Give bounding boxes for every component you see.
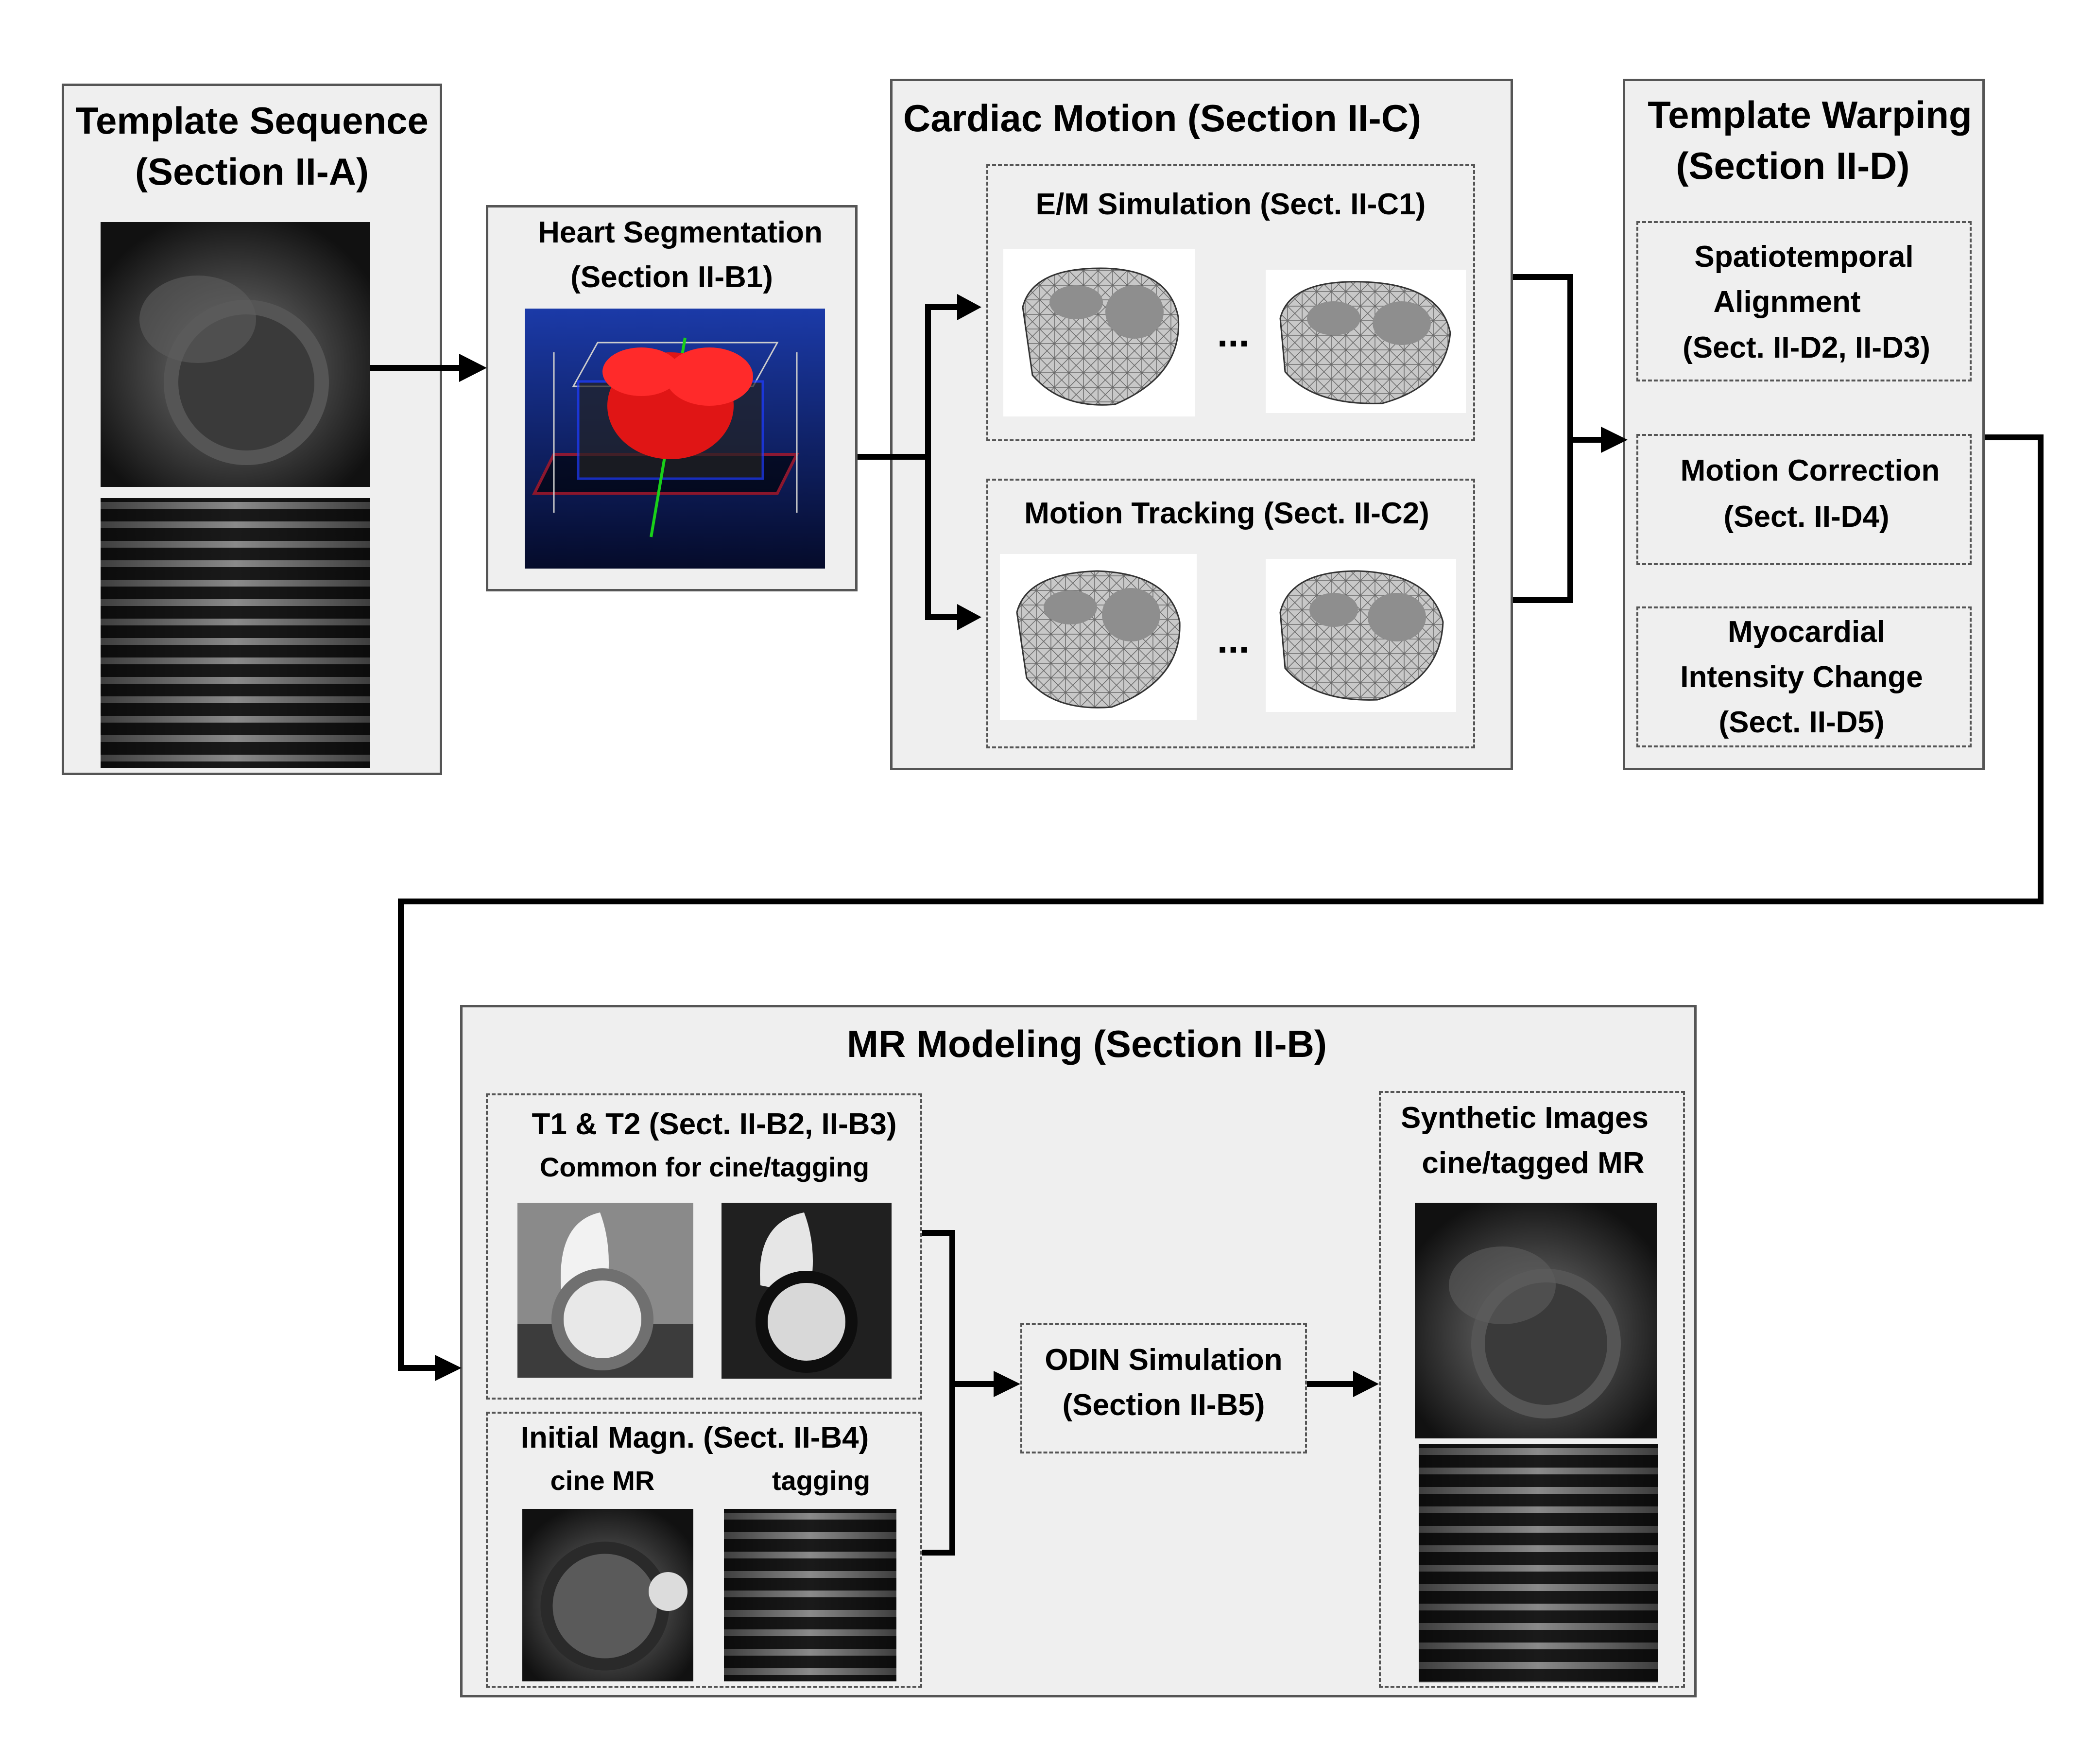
motion-correction-box <box>1636 434 1972 565</box>
template-sequence-title: Template Sequence <box>75 99 429 142</box>
cine-mr-label: cine MR <box>550 1465 655 1496</box>
intensity-change-line1: Myocardial <box>1728 615 1885 649</box>
alignment-line2: Alignment <box>1713 285 1861 319</box>
mr-modeling-title: MR Modeling (Section II-B) <box>847 1022 1327 1065</box>
tracking-ellipsis: ... <box>1217 618 1250 661</box>
em-ellipsis: ... <box>1217 311 1250 355</box>
odin-line1: ODIN Simulation <box>1045 1343 1283 1377</box>
intensity-change-line3: (Sect. II-D5) <box>1718 706 1885 739</box>
t1-map-image <box>517 1203 693 1378</box>
template-warping-title: Template Warping <box>1648 93 1972 136</box>
tracking-mesh-first <box>1000 554 1197 720</box>
template-tagging-image <box>101 498 370 768</box>
motion-tracking-label: Motion Tracking (Sect. II-C2) <box>1024 497 1429 530</box>
alignment-box <box>1636 221 1972 381</box>
t1t2-title: T1 & T2 (Sect. II-B2, II-B3) <box>532 1107 897 1141</box>
cine-mr-image <box>522 1509 693 1681</box>
motion-correction-line1: Motion Correction <box>1680 454 1940 487</box>
intensity-change-line2: Intensity Change <box>1680 660 1923 694</box>
heart-segmentation-title: Heart Segmentation <box>538 216 823 249</box>
intensity-change-box <box>1636 606 1972 747</box>
motion-tracking-box <box>986 479 1475 748</box>
t1t2-subtitle: Common for cine/tagging <box>539 1152 870 1182</box>
template-warping-panel <box>1623 79 1985 770</box>
synthetic-box <box>1379 1091 1685 1688</box>
em-simulation-box <box>986 164 1475 441</box>
t1t2-box <box>486 1093 922 1400</box>
alignment-line1: Spatiotemporal <box>1694 240 1914 274</box>
tagging-image <box>724 1509 896 1681</box>
heart-segmentation-subtitle: (Section II-B1) <box>570 260 773 294</box>
cardiac-motion-title: Cardiac Motion (Section II-C) <box>903 97 1422 139</box>
tagging-label: tagging <box>772 1465 871 1496</box>
tracking-mesh-last <box>1266 559 1456 712</box>
odin-box <box>1020 1323 1307 1453</box>
synthetic-line1: Synthetic Images <box>1401 1101 1649 1135</box>
em-mesh-last <box>1266 270 1466 413</box>
segmentation-3d-render <box>525 309 825 569</box>
em-simulation-label: E/M Simulation (Sect. II-C1) <box>1035 188 1426 221</box>
t2-map-image <box>722 1203 892 1379</box>
template-sequence-subtitle: (Section II-A) <box>135 150 369 193</box>
synthetic-cine-image <box>1415 1203 1657 1438</box>
initial-magn-box <box>486 1412 922 1688</box>
em-mesh-first <box>1003 249 1195 416</box>
initial-magn-title: Initial Magn. (Sect. II-B4) <box>520 1421 869 1454</box>
motion-correction-line2: (Sect. II-D4) <box>1723 500 1890 534</box>
template-warping-subtitle: (Section II-D) <box>1676 144 1910 187</box>
synthetic-line2: cine/tagged MR <box>1422 1146 1645 1180</box>
alignment-line3: (Sect. II-D2, II-D3) <box>1683 331 1930 364</box>
template-cine-image <box>101 222 370 487</box>
synthetic-tagging-image <box>1419 1444 1658 1682</box>
odin-line2: (Section II-B5) <box>1062 1388 1265 1422</box>
